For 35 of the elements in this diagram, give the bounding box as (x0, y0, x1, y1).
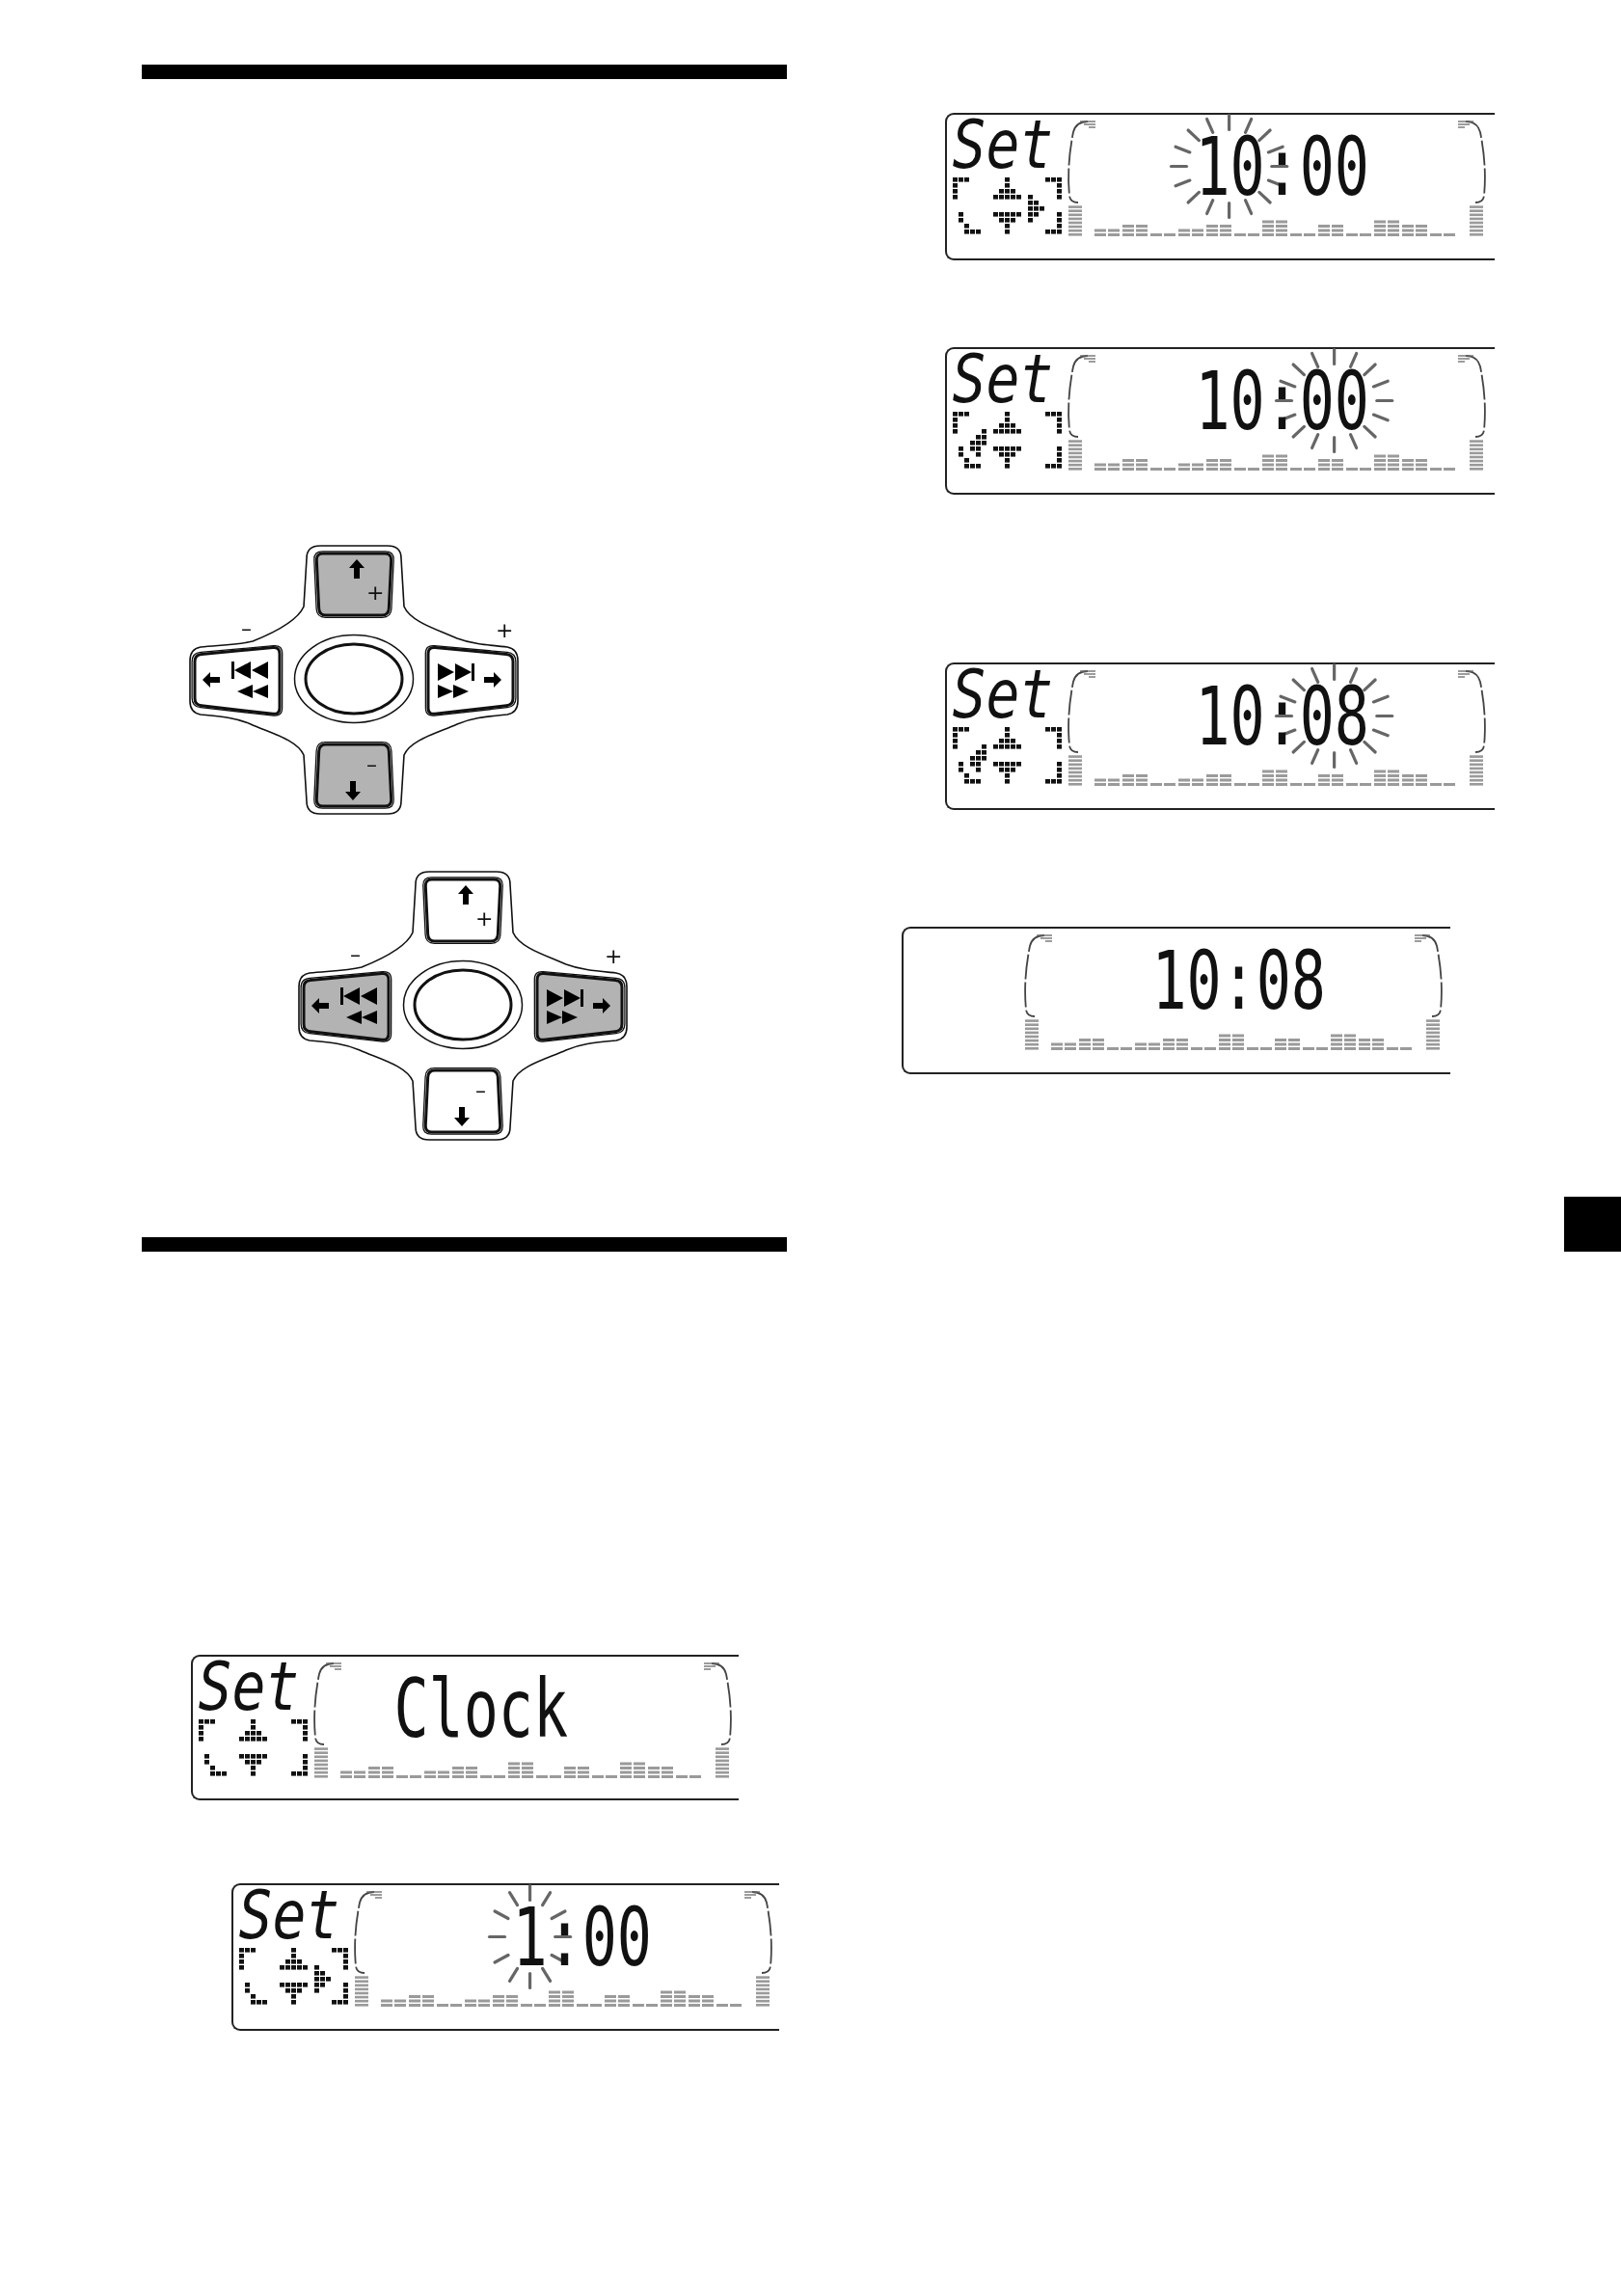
control-pad (298, 871, 628, 1141)
key-label: – (475, 1080, 486, 1101)
control-pad (189, 545, 519, 815)
lcd-display (902, 927, 1450, 1074)
center-key (402, 959, 524, 1050)
lcd-display (231, 1883, 779, 2031)
mode-indicator: Set (198, 1656, 300, 1716)
key-label: – (241, 618, 252, 639)
mode-indicator: Set (952, 663, 1054, 724)
lcd-display (945, 347, 1495, 495)
key-label: – (366, 754, 377, 775)
lcd-display (191, 1655, 739, 1800)
lcd-readout: 10:00 (1195, 135, 1369, 198)
lcd-readout: 10:08 (1151, 949, 1326, 1012)
lcd-display (945, 662, 1495, 810)
heading-bar (142, 65, 787, 79)
heading-bar (142, 1237, 787, 1252)
lcd-display (945, 113, 1495, 260)
down-key (311, 741, 396, 810)
mode-indicator: Set (952, 114, 1054, 175)
mode-indicator: Set (952, 348, 1054, 409)
mode-indicator: Set (238, 1884, 340, 1945)
lcd-readout: 1:00 (512, 1905, 652, 1968)
lcd-readout: 10:00 (1195, 369, 1369, 432)
key-label: + (496, 620, 514, 641)
center-key (293, 634, 415, 724)
key-label: – (350, 944, 361, 965)
down-key (420, 1067, 505, 1136)
key-label: + (366, 582, 385, 604)
up-key (311, 550, 396, 619)
key-label: + (475, 908, 494, 930)
lcd-readout: Clock (393, 1677, 569, 1740)
key-label: + (605, 946, 623, 967)
lcd-readout: 10:08 (1195, 685, 1369, 747)
up-key (420, 876, 505, 945)
